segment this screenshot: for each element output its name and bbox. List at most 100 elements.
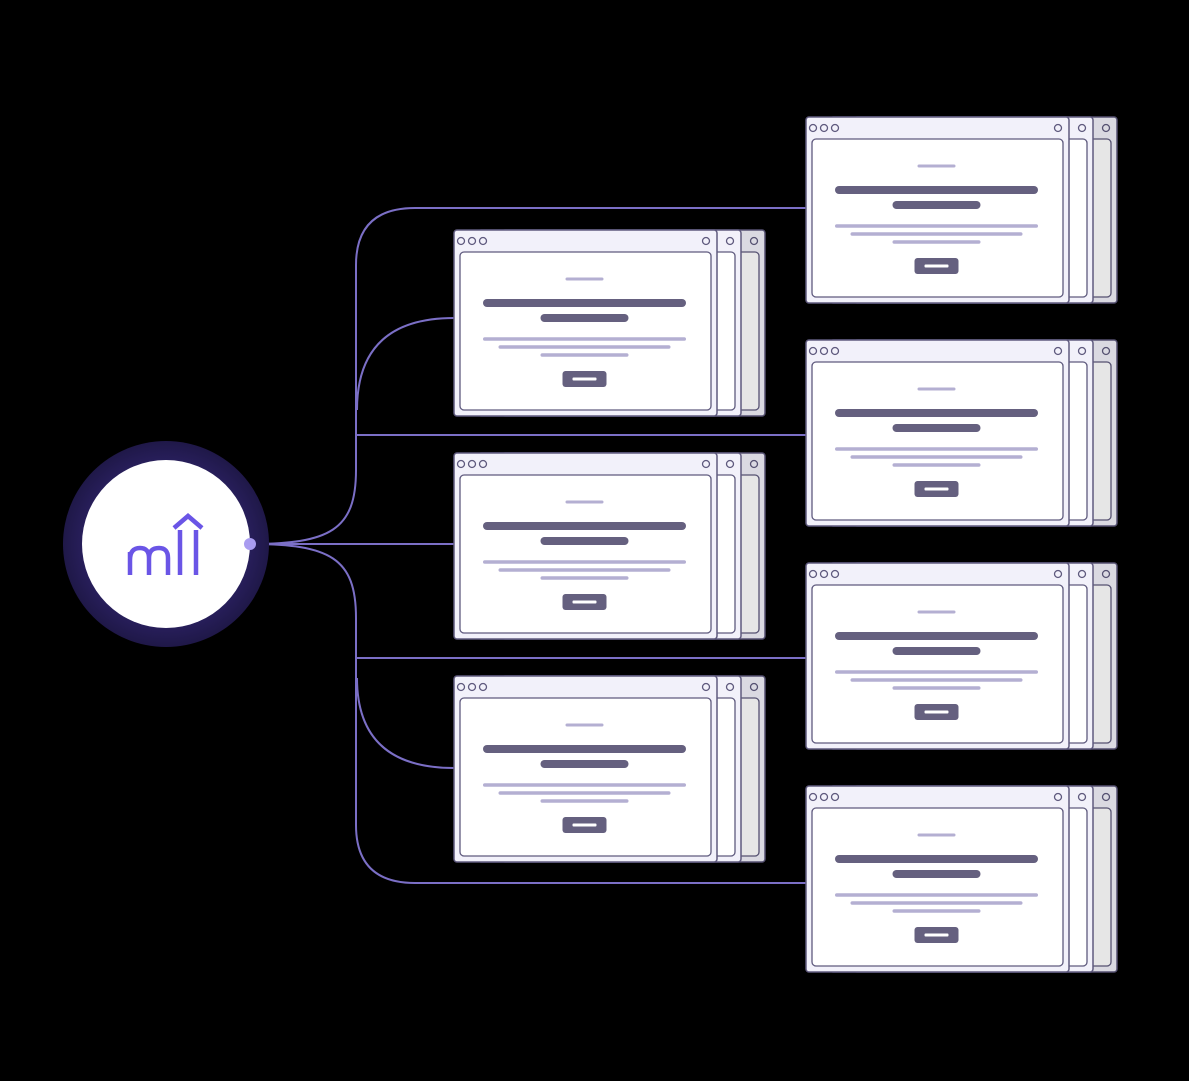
body-text-line [483, 337, 686, 341]
body-text-line [540, 799, 629, 803]
window-close-dot-icon [725, 682, 735, 692]
window-close-dot-icon [1101, 792, 1111, 802]
window-close-dot-icon [1053, 123, 1063, 133]
hub-output-dot-icon[interactable] [244, 538, 256, 550]
headline-bar [483, 522, 686, 530]
email-window-stack[interactable] [805, 339, 1118, 527]
window-control-dot-icon [467, 459, 477, 469]
window-control-dot-icon [478, 236, 488, 246]
subheadline-bar [540, 760, 629, 768]
preheader-line [917, 610, 956, 614]
body-text-line [850, 678, 1023, 682]
preheader-line [565, 723, 604, 727]
body-text-line [498, 791, 671, 795]
window-close-dot-icon [725, 236, 735, 246]
window-close-dot-icon [1101, 123, 1111, 133]
cta-button-label-line [924, 487, 949, 491]
preheader-line [917, 387, 956, 391]
body-text-line [540, 353, 629, 357]
body-text-line [892, 463, 981, 467]
connectors [249, 207, 806, 884]
window-close-dot-icon [725, 459, 735, 469]
email-window-stack[interactable] [805, 785, 1118, 973]
body-text-line [540, 576, 629, 580]
email-window-stack[interactable] [805, 116, 1118, 304]
email-window-stack[interactable] [805, 562, 1118, 750]
window-control-dot-icon [808, 346, 818, 356]
hub-circle [82, 460, 250, 628]
cta-button-label-line [572, 377, 597, 381]
preheader-line [565, 277, 604, 281]
cta-button-label-line [572, 600, 597, 604]
window-control-dot-icon [819, 569, 829, 579]
window-control-dot-icon [478, 459, 488, 469]
window-control-dot-icon [478, 682, 488, 692]
cta-button-label-line [924, 264, 949, 268]
connector-bottom [249, 543, 806, 884]
email-window[interactable] [453, 452, 718, 640]
body-text-line [498, 345, 671, 349]
preheader-line [565, 500, 604, 504]
cta-button-label-line [924, 710, 949, 714]
headline-bar [835, 409, 1038, 417]
body-text-line [892, 686, 981, 690]
body-text-line [483, 783, 686, 787]
window-close-dot-icon [1053, 792, 1063, 802]
window-close-dot-icon [1101, 569, 1111, 579]
connector-left-1 [356, 317, 455, 411]
window-control-dot-icon [456, 459, 466, 469]
body-text-line [835, 224, 1038, 228]
window-control-dot-icon [819, 792, 829, 802]
email-panel [459, 474, 712, 634]
window-close-dot-icon [701, 459, 711, 469]
email-window-stack[interactable] [453, 675, 766, 863]
headline-bar [483, 299, 686, 307]
window-control-dot-icon [467, 682, 477, 692]
headline-bar [835, 632, 1038, 640]
cta-button-label-line [572, 823, 597, 827]
window-close-dot-icon [1053, 346, 1063, 356]
window-close-dot-icon [701, 236, 711, 246]
preheader-line [917, 164, 956, 168]
body-text-line [498, 568, 671, 572]
subheadline-bar [892, 870, 981, 878]
window-control-dot-icon [830, 346, 840, 356]
body-text-line [835, 447, 1038, 451]
window-close-dot-icon [1077, 346, 1087, 356]
headline-bar [835, 186, 1038, 194]
window-control-dot-icon [808, 569, 818, 579]
window-close-dot-icon [1053, 569, 1063, 579]
body-text-line [850, 901, 1023, 905]
body-text-line [483, 560, 686, 564]
hub-node[interactable] [63, 441, 269, 647]
email-windows [453, 116, 1118, 973]
cta-button-label-line [924, 933, 949, 937]
subheadline-bar [892, 424, 981, 432]
window-close-dot-icon [1077, 569, 1087, 579]
window-control-dot-icon [456, 682, 466, 692]
email-window[interactable] [453, 229, 718, 417]
email-window[interactable] [805, 785, 1070, 973]
email-window-stack[interactable] [453, 229, 766, 417]
window-close-dot-icon [1077, 123, 1087, 133]
window-close-dot-icon [701, 682, 711, 692]
body-text-line [835, 893, 1038, 897]
subheadline-bar [892, 201, 981, 209]
body-text-line [850, 232, 1023, 236]
window-control-dot-icon [830, 792, 840, 802]
email-window[interactable] [805, 562, 1070, 750]
subheadline-bar [540, 314, 629, 322]
window-control-dot-icon [819, 123, 829, 133]
email-panel [811, 361, 1064, 521]
body-text-line [892, 240, 981, 244]
window-control-dot-icon [830, 123, 840, 133]
email-window[interactable] [805, 116, 1070, 304]
email-window[interactable] [805, 339, 1070, 527]
connector-left-3 [356, 677, 455, 769]
email-window[interactable] [453, 675, 718, 863]
email-window-stack[interactable] [453, 452, 766, 640]
body-text-line [835, 670, 1038, 674]
email-panel [811, 807, 1064, 967]
connector-top [249, 207, 806, 545]
headline-bar [483, 745, 686, 753]
